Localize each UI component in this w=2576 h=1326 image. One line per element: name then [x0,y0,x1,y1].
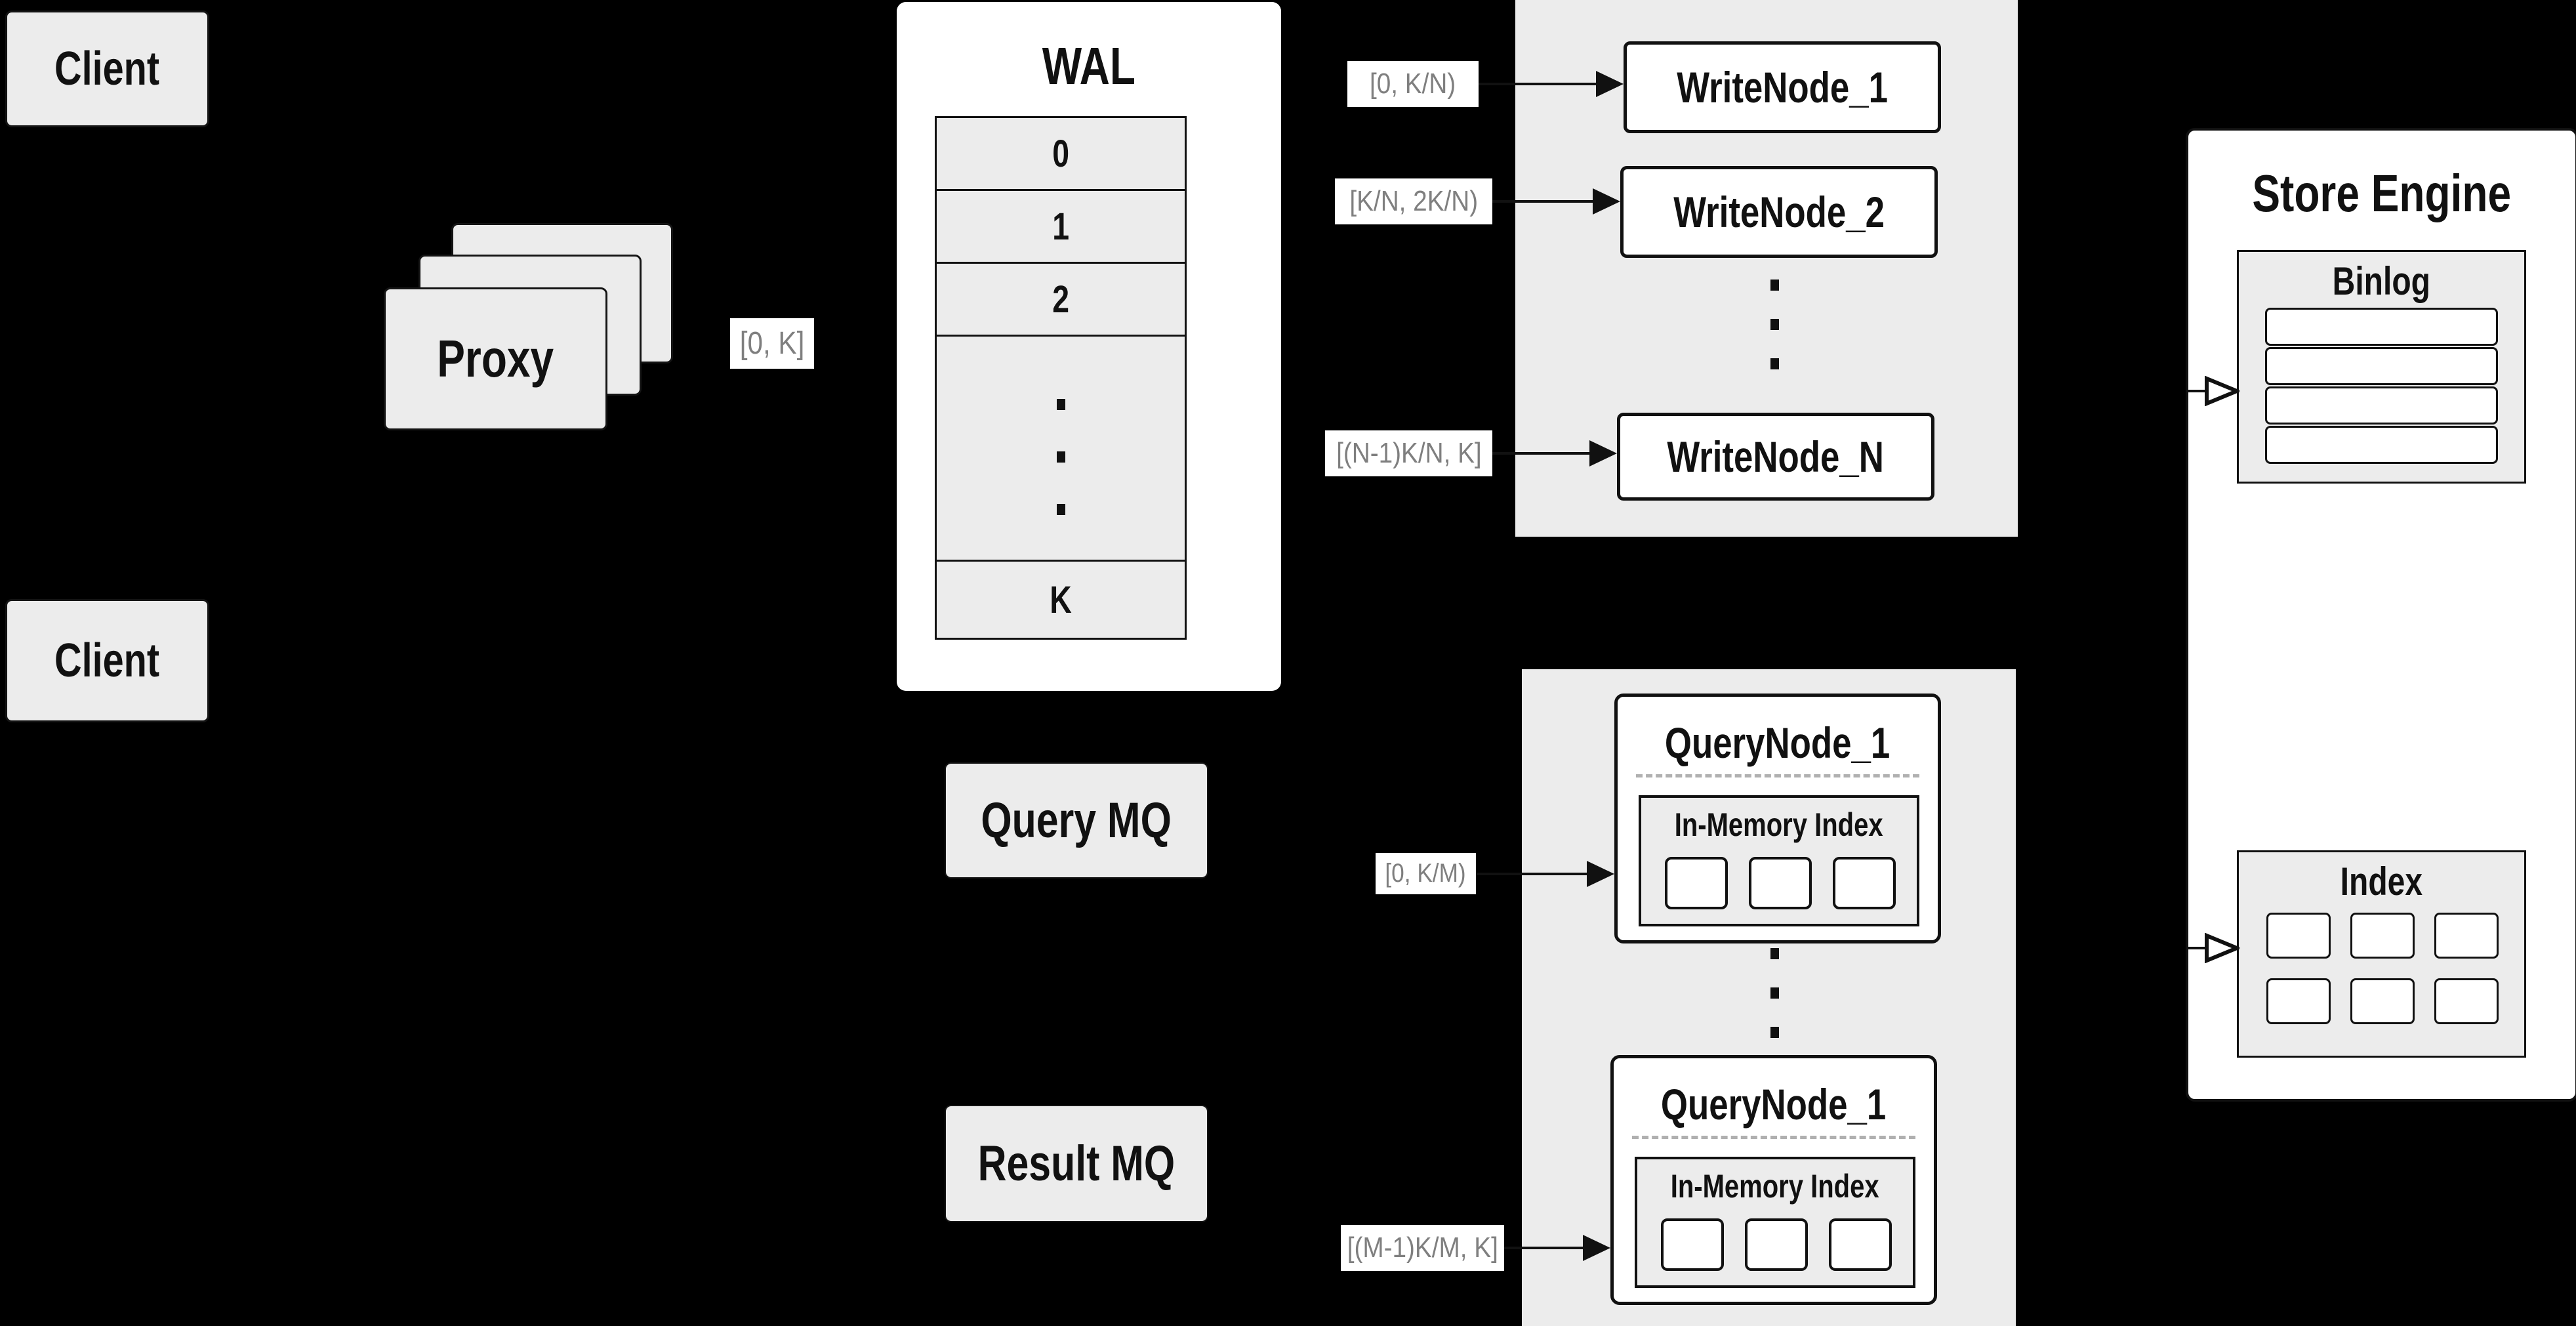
arrow-to-query-node-bottom [1504,1247,1583,1249]
in-memory-index-bottom: In-Memory Index [1635,1157,1915,1288]
write-node-1: WriteNode_1 [1624,41,1941,133]
store-engine-box: Store Engine Binlog Index [2186,128,2576,1102]
query-node-bottom: QueryNode_1 In-Memory Index [1610,1055,1937,1305]
index-title: Index [2340,860,2423,903]
arrow-line-to-index [2188,947,2207,949]
client-bottom-label: Client [54,634,160,687]
index-square [2434,978,2499,1024]
wal-row-1: 1 [937,191,1185,264]
query-node-top-title: QueryNode_1 [1665,718,1891,767]
open-arrowhead-index [2205,933,2239,963]
binlog-row [2265,347,2498,385]
wal-row-k: K [937,562,1185,638]
query-node-top: QueryNode_1 In-Memory Index [1614,694,1941,943]
open-arrowhead-binlog [2205,376,2239,406]
wal-card: WAL 0 1 2 K [897,2,1281,691]
ellipsis-dot [1770,1027,1779,1038]
ellipsis-dot [1057,504,1065,515]
range-label-proxy-to-wal: [0, K] [730,318,814,369]
write-node-2: WriteNode_2 [1620,166,1938,258]
range-label-write-node-1: [0, K/N) [1347,61,1479,107]
write-node-n: WriteNode_N [1617,413,1934,501]
ellipsis-dot [1057,399,1065,410]
index-box: Index [2237,850,2526,1058]
binlog-row [2265,386,2498,425]
binlog-box: Binlog [2237,250,2526,484]
segment-square [1829,1218,1892,1271]
in-memory-index-top: In-Memory Index [1639,795,1919,926]
wal-title: WAL [1042,37,1136,95]
ellipsis-dot [1770,280,1779,291]
query-node-bottom-title: QueryNode_1 [1661,1080,1887,1129]
dashed-divider [1632,1136,1915,1139]
range-label-write-node-2: [K/N, 2K/N) [1335,178,1492,224]
store-engine-title: Store Engine [2252,164,2512,222]
segment-square [1833,857,1896,909]
binlog-row [2265,426,2498,464]
segment-square [1665,857,1728,909]
wal-row-2: 2 [937,264,1185,337]
proxy-label: Proxy [437,329,554,388]
wal-table: 0 1 2 K [935,116,1187,640]
index-square [2434,913,2499,959]
proxy-card-front: Proxy [384,287,607,430]
result-mq-box: Result MQ [945,1105,1208,1222]
binlog-row [2265,308,2498,346]
range-label-write-node-n: [(N-1)K/N, K] [1325,430,1492,476]
client-box-top: Client [5,10,209,127]
arrow-to-query-node-top [1476,873,1587,875]
segment-square [1661,1218,1724,1271]
index-square [2266,978,2331,1024]
range-label-query-node-bottom: [(M-1)K/M, K] [1341,1225,1504,1271]
query-mq-box: Query MQ [945,762,1208,879]
ellipsis-dot [1057,451,1065,463]
ellipsis-dot [1770,319,1779,330]
ellipsis-dot [1770,358,1779,369]
arrow-line-to-binlog [2188,390,2207,392]
segment-square [1749,857,1812,909]
wal-row-0: 0 [937,118,1185,191]
range-label-query-node-top: [0, K/M) [1376,853,1476,894]
index-square [2350,913,2415,959]
index-square [2266,913,2331,959]
binlog-title: Binlog [2332,259,2431,303]
client-top-label: Client [54,43,160,95]
wal-ellipsis-cell [937,337,1185,562]
dashed-divider [1636,774,1919,777]
arrow-to-write-node-1 [1479,83,1596,85]
segment-square [1745,1218,1808,1271]
ellipsis-dot [1770,987,1779,999]
arrow-to-write-node-n [1492,452,1589,455]
client-box-bottom: Client [5,599,209,722]
index-square [2350,978,2415,1024]
arrow-to-write-node-2 [1492,200,1593,203]
ellipsis-dot [1770,948,1779,959]
